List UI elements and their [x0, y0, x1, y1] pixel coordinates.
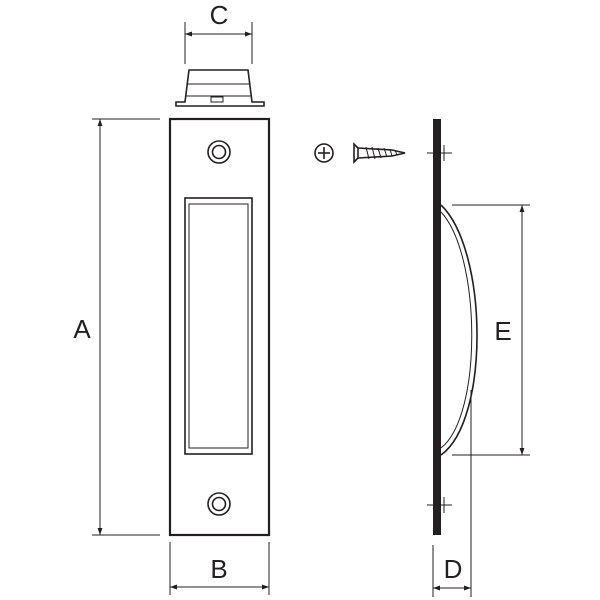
dimension-c: C [184, 0, 253, 64]
side-view [427, 119, 478, 535]
front-plate [168, 117, 271, 537]
dimension-b-label: B [210, 554, 227, 584]
phillips-screw-head-icon [314, 143, 334, 163]
side-screw-top [427, 145, 452, 161]
dimension-e: E [452, 204, 530, 456]
dimension-a: A [73, 118, 160, 536]
dimension-d: D [432, 390, 472, 597]
dimension-a-label: A [73, 314, 91, 344]
wood-screw-icon [353, 142, 406, 164]
front-view [168, 69, 271, 537]
side-pull-curve [440, 204, 478, 456]
bottom-screw-hole [207, 492, 231, 516]
pull-recess [184, 197, 253, 455]
dimension-c-label: C [210, 0, 229, 30]
dimension-b: B [169, 542, 270, 595]
side-screw-bottom [427, 497, 452, 513]
top-screw-hole [207, 140, 231, 164]
dimension-e-label: E [494, 316, 511, 346]
side-plate [433, 119, 441, 535]
top-cap [175, 69, 265, 107]
dimension-d-label: D [444, 554, 463, 584]
